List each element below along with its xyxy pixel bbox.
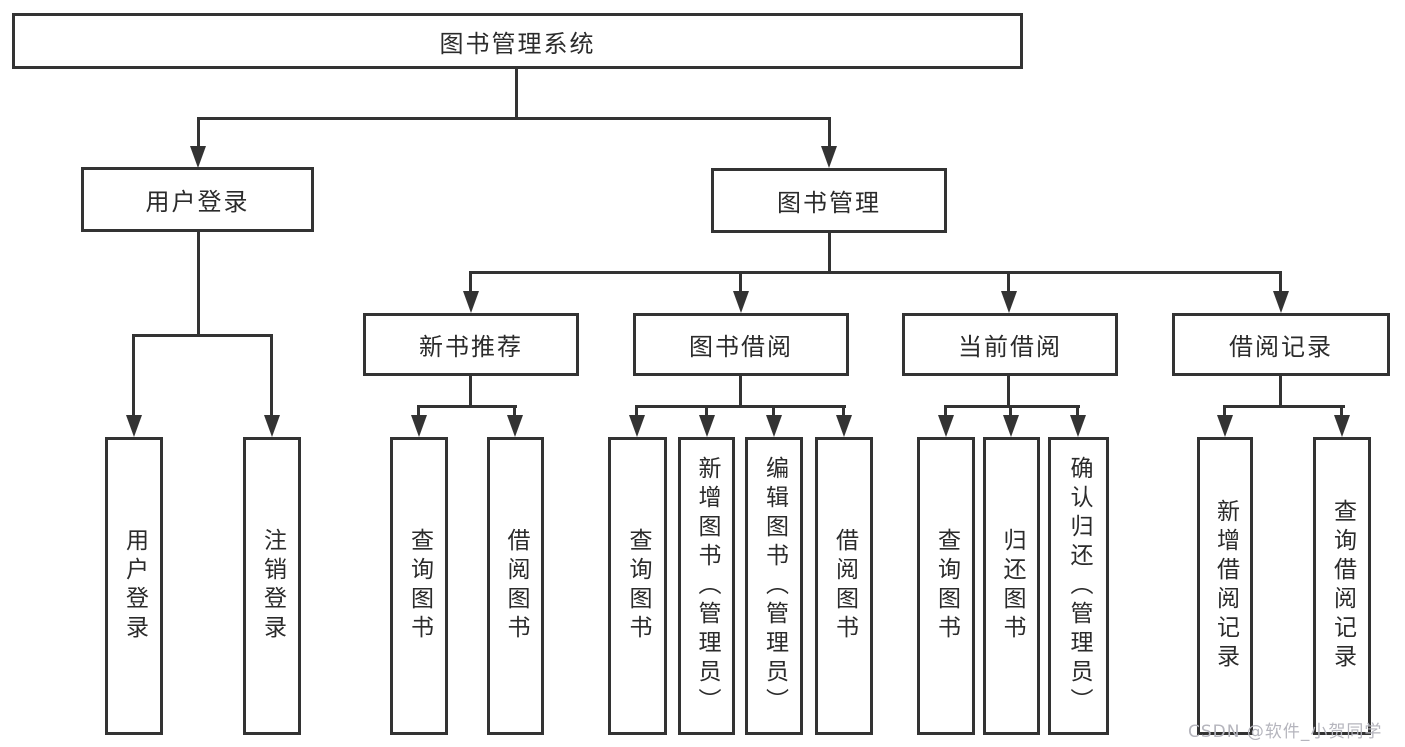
leaf-return-books-label: 归还图书: [999, 528, 1025, 644]
leaf-borrow-books: 借阅图书: [815, 437, 873, 735]
node-library-system-label: 图书管理系统: [439, 29, 596, 58]
leaf-borrow-books-recommend: 借阅图书: [487, 437, 544, 735]
connector-line: [1007, 376, 1010, 407]
arrow-down-icon: [1217, 415, 1233, 437]
connector-line: [828, 233, 831, 273]
node-borrow-records-label: 借阅记录: [1229, 333, 1333, 361]
node-library-system: 图书管理系统: [12, 13, 1023, 69]
connector-line: [705, 405, 708, 417]
connector-line: [635, 405, 846, 408]
arrow-down-icon: [126, 415, 142, 437]
connector-line: [513, 405, 516, 417]
leaf-return-books: 归还图书: [983, 437, 1040, 735]
connector-line: [944, 405, 1080, 408]
connector-line: [1279, 376, 1282, 407]
leaf-confirm-return-admin: 确认归还（管理员）: [1048, 437, 1109, 735]
node-borrow-records: 借阅记录: [1172, 313, 1390, 376]
node-book-borrow: 图书借阅: [633, 313, 849, 376]
node-new-book-recommend: 新书推荐: [363, 313, 579, 376]
arrow-down-icon: [1070, 415, 1086, 437]
connector-line: [417, 405, 517, 408]
leaf-add-borrow-record-label: 新增借阅记录: [1212, 499, 1239, 673]
leaf-edit-book-admin: 编辑图书（管理员）: [745, 437, 803, 735]
connector-line: [469, 376, 472, 407]
connector-line: [132, 334, 135, 418]
arrow-down-icon: [629, 415, 645, 437]
leaf-logout-label: 注销登录: [259, 528, 286, 644]
connector-line: [772, 405, 775, 417]
connector-line: [1076, 405, 1079, 417]
connector-line: [417, 405, 420, 417]
leaf-edit-book-admin-label: 编辑图书（管理员）: [761, 455, 788, 717]
node-current-borrow: 当前借阅: [902, 313, 1118, 376]
watermark: CSDN @软件_小贺同学: [1188, 722, 1383, 742]
connector-line: [1340, 405, 1343, 417]
connector-line: [197, 232, 200, 336]
arrow-down-icon: [507, 415, 523, 437]
connector-line: [1279, 271, 1282, 295]
node-book-borrow-label: 图书借阅: [689, 333, 793, 361]
connector-line: [469, 271, 472, 295]
leaf-borrow-books-recommend-label: 借阅图书: [503, 528, 529, 644]
arrow-down-icon: [463, 291, 479, 313]
leaf-query-books-recommend-label: 查询图书: [406, 528, 433, 644]
leaf-borrow-books-label: 借阅图书: [831, 528, 858, 644]
connector-line: [1009, 405, 1012, 417]
connector-line: [739, 271, 742, 295]
arrow-down-icon: [1273, 291, 1289, 313]
connector-line: [132, 334, 273, 337]
leaf-query-books-borrow: 查询图书: [608, 437, 667, 735]
connector-line: [635, 405, 638, 417]
leaf-logout: 注销登录: [243, 437, 301, 735]
connector-line: [270, 334, 273, 418]
connector-line: [842, 405, 845, 417]
arrow-down-icon: [699, 415, 715, 437]
leaf-query-borrow-record: 查询借阅记录: [1313, 437, 1371, 735]
leaf-add-borrow-record: 新增借阅记录: [1197, 437, 1253, 735]
connector-line: [944, 405, 947, 417]
leaf-query-books-current-label: 查询图书: [933, 528, 960, 644]
node-book-management: 图书管理: [711, 168, 947, 233]
arrow-down-icon: [766, 415, 782, 437]
arrow-down-icon: [836, 415, 852, 437]
arrow-down-icon: [1003, 415, 1019, 437]
arrow-down-icon: [190, 146, 206, 168]
connector-line: [469, 271, 1282, 274]
leaf-query-books-recommend: 查询图书: [390, 437, 448, 735]
arrow-down-icon: [264, 415, 280, 437]
leaf-confirm-return-admin-label: 确认归还（管理员）: [1066, 455, 1092, 717]
node-user-login: 用户登录: [81, 167, 314, 232]
connector-line: [1223, 405, 1226, 417]
connector-line: [197, 117, 200, 149]
connector-line: [1223, 405, 1345, 408]
leaf-add-book-admin: 新增图书（管理员）: [678, 437, 735, 735]
node-book-management-label: 图书管理: [777, 189, 881, 217]
arrow-down-icon: [733, 291, 749, 313]
node-new-book-recommend-label: 新书推荐: [419, 333, 523, 361]
arrow-down-icon: [411, 415, 427, 437]
leaf-query-books-current: 查询图书: [917, 437, 975, 735]
node-user-login-label: 用户登录: [145, 188, 250, 216]
connector-line: [828, 117, 831, 149]
connector-line: [515, 69, 518, 119]
arrow-down-icon: [1001, 291, 1017, 313]
leaf-add-book-admin-label: 新增图书（管理员）: [694, 455, 720, 717]
node-current-borrow-label: 当前借阅: [958, 333, 1062, 361]
connector-line: [197, 117, 831, 120]
connector-line: [739, 376, 742, 407]
arrow-down-icon: [938, 415, 954, 437]
leaf-query-books-borrow-label: 查询图书: [625, 528, 651, 644]
arrow-down-icon: [821, 146, 837, 168]
leaf-user-login-label: 用户登录: [121, 528, 148, 644]
leaf-query-borrow-record-label: 查询借阅记录: [1329, 499, 1356, 673]
arrow-down-icon: [1334, 415, 1350, 437]
connector-line: [1007, 271, 1010, 295]
leaf-user-login: 用户登录: [105, 437, 163, 735]
